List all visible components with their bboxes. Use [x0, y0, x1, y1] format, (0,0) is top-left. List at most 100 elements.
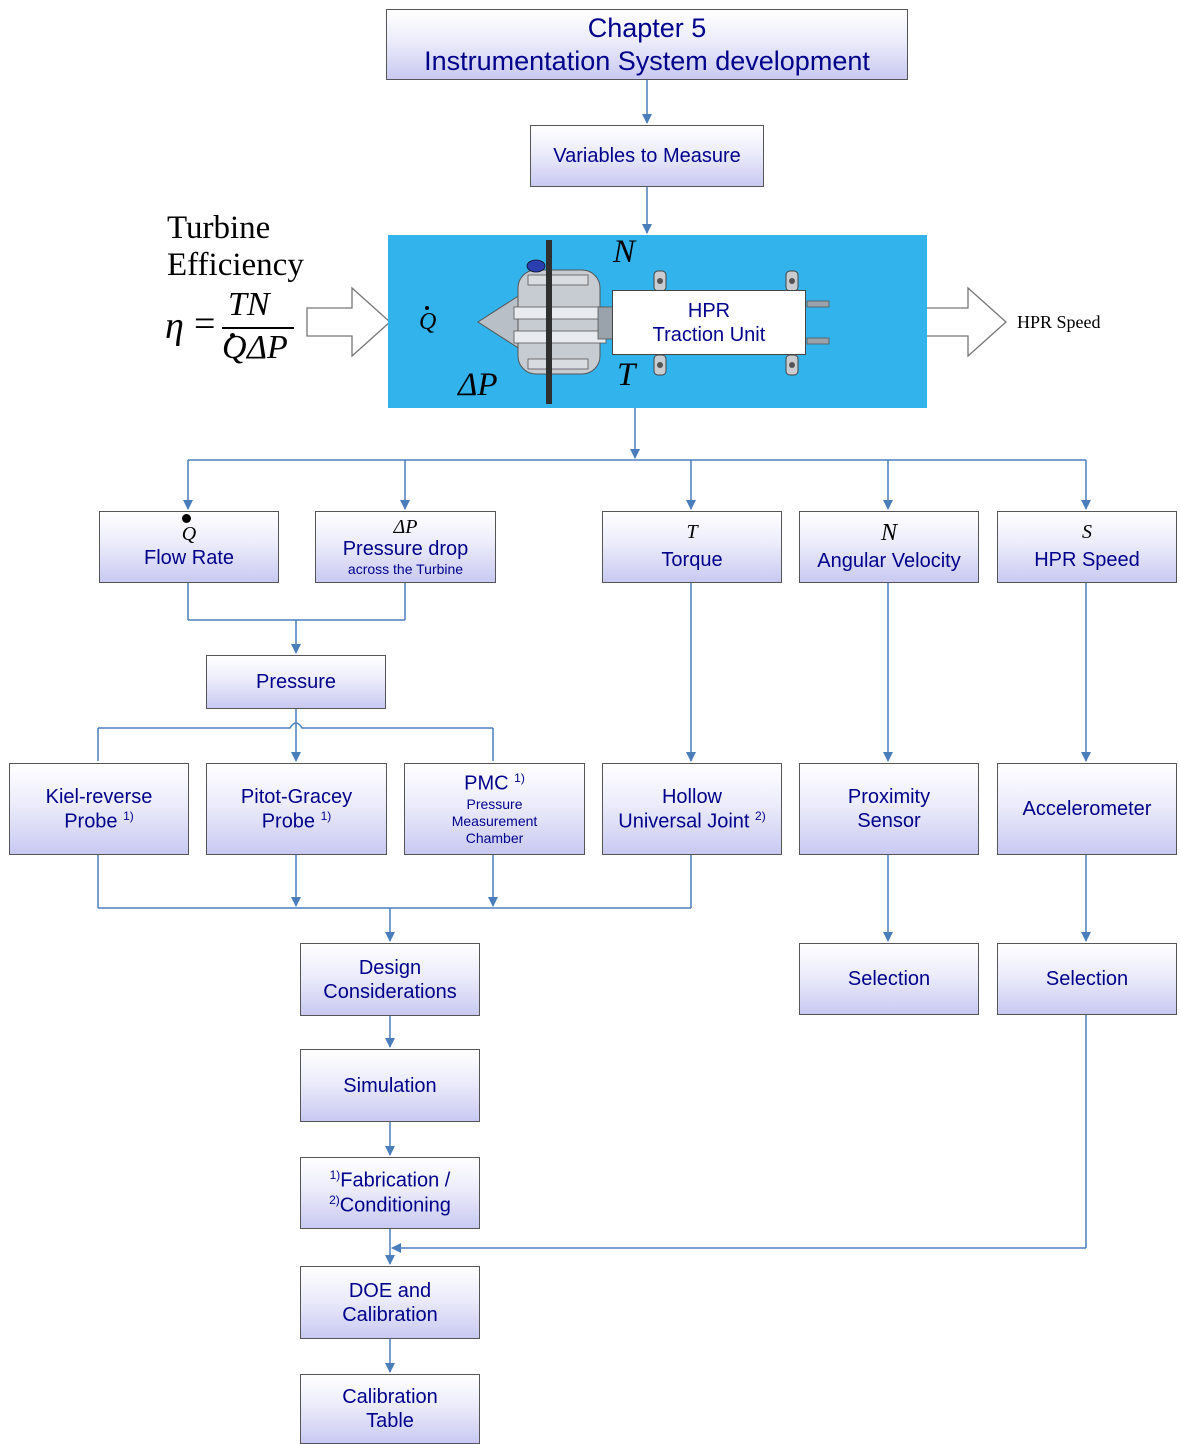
torque-symbol: T: [686, 521, 698, 543]
hollow-footnote: 2): [755, 808, 766, 823]
design-considerations-box: Design Considerations: [300, 943, 480, 1016]
q-dot: [230, 333, 235, 338]
selection-s-box: Selection: [997, 943, 1177, 1015]
angular-velocity-symbol: N: [880, 520, 897, 546]
panel-q-symbol: Q: [419, 309, 437, 335]
variables-to-measure-box: Variables to Measure: [530, 125, 764, 187]
connector-lines: [97, 80, 1091, 1373]
panel-dp-text: ΔP: [458, 367, 498, 403]
pitot-footnote: 1): [320, 808, 332, 823]
pmc-sub2: Measurement: [451, 812, 538, 829]
chapter-title-line2: Instrumentation System development: [424, 45, 870, 76]
flow-rate-dot: [181, 514, 191, 524]
design-line1: Design: [358, 956, 422, 979]
kiel-footnote: 1): [123, 808, 134, 823]
kiel-line1: Kiel-reverse: [45, 785, 153, 808]
fabrication-label: Fabrication /: [340, 1170, 451, 1192]
input-arrow: [306, 286, 391, 358]
selection-s-label: Selection: [1045, 968, 1129, 990]
pressure-drop-symbol: ΔP: [393, 515, 418, 538]
hpr-traction-unit-box: HPR Traction Unit: [612, 290, 806, 355]
hpr-speed-symbol: S: [1082, 521, 1092, 543]
angular-velocity-box: N Angular Velocity: [799, 511, 979, 583]
panel-t-symbol: T: [617, 357, 636, 393]
output-arrow: [924, 286, 1007, 358]
hpr-line2: Traction Unit: [652, 323, 766, 346]
selection-n-box: Selection: [799, 943, 979, 1015]
pmc-sub3: Chamber: [465, 829, 524, 846]
fabrication-wrap: 1)Fabrication /: [330, 1168, 451, 1193]
pitot-line2-wrap: Probe 1): [262, 809, 332, 834]
accelerometer-box: Accelerometer: [997, 763, 1177, 855]
flow-rate-symbol: Q: [181, 523, 197, 546]
equals-sign: =: [194, 303, 216, 345]
formula-denominator-q: Q: [222, 329, 247, 366]
hollow-line2-wrap: Universal Joint 2): [618, 809, 765, 834]
doe-calibration-box: DOE and Calibration: [300, 1266, 480, 1339]
hollow-universal-joint-box: Hollow Universal Joint 2): [602, 763, 782, 855]
torque-label: Torque: [661, 549, 723, 571]
calibration-table-box: Calibration Table: [300, 1374, 480, 1444]
calibration-table-line2: Table: [366, 1410, 414, 1432]
chapter-title-line1: Chapter 5: [587, 13, 707, 44]
simulation-label: Simulation: [343, 1074, 437, 1097]
hpr-speed-label: HPR Speed: [1034, 549, 1140, 571]
doe-line1: DOE and: [348, 1279, 432, 1302]
hollow-line1: Hollow: [661, 785, 723, 808]
eta-symbol: η: [165, 305, 184, 347]
simulation-box: Simulation: [300, 1049, 480, 1122]
fabrication-footnote: 1): [329, 1168, 341, 1183]
conditioning-wrap: 2)Conditioning: [329, 1193, 451, 1218]
design-line2: Considerations: [323, 980, 457, 1003]
pressure-label: Pressure: [255, 671, 337, 693]
flow-rate-label: Flow Rate: [143, 546, 235, 569]
kiel-line2: Probe: [64, 810, 118, 833]
hpr-line1: HPR: [687, 299, 731, 322]
conditioning-footnote: 2): [329, 1193, 340, 1207]
q-dot-panel: [425, 306, 429, 310]
calibration-table-line1: Calibration: [342, 1386, 438, 1408]
panel-n-symbol: N: [613, 234, 636, 270]
proximity-line1: Proximity: [847, 786, 931, 808]
selection-n-label: Selection: [847, 968, 931, 990]
pmc-footnote: 1): [514, 771, 525, 786]
chapter-title-box: Chapter 5 Instrumentation System develop…: [386, 9, 908, 80]
angular-velocity-label: Angular Velocity: [817, 550, 961, 572]
hollow-line2: Universal Joint: [618, 810, 750, 833]
pmc-sub1: Pressure: [466, 796, 523, 813]
efficiency-formula: η = TN Q ΔP: [160, 286, 310, 375]
proximity-line2: Sensor: [857, 810, 921, 832]
pmc-title-wrap: PMC 1): [464, 771, 525, 796]
proximity-sensor-box: Proximity Sensor: [799, 763, 979, 855]
formula-denominator-dp: ΔP: [247, 329, 288, 366]
panel-dp-symbol: ΔP: [458, 367, 498, 404]
pressure-drop-box: ΔP Pressure drop across the Turbine: [315, 511, 496, 583]
kiel-reverse-probe-box: Kiel-reverse Probe 1): [9, 763, 189, 855]
turbine-illustration: [477, 240, 830, 404]
pmc-title: PMC: [464, 773, 509, 796]
pressure-drop-label: Pressure drop: [342, 537, 469, 560]
variables-to-measure-label: Variables to Measure: [553, 145, 741, 167]
pmc-box: PMC 1) Pressure Measurement Chamber: [404, 763, 585, 855]
fraction-bar: [222, 327, 294, 329]
pitot-gracey-probe-box: Pitot-Gracey Probe 1): [206, 763, 387, 855]
pitot-line1: Pitot-Gracey: [240, 785, 353, 808]
pressure-box: Pressure: [206, 655, 386, 709]
torque-box: T Torque: [602, 511, 782, 583]
doe-line2: Calibration: [342, 1303, 438, 1326]
hpr-traction-panel: Q N T ΔP HPR Traction Unit: [388, 234, 927, 408]
hpr-speed-output-label: HPR Speed: [1017, 312, 1101, 332]
conditioning-label: Conditioning: [339, 1194, 451, 1217]
pitot-line2: Probe: [261, 810, 316, 833]
fabrication-conditioning-box: 1)Fabrication / 2)Conditioning: [300, 1157, 480, 1229]
flow-rate-symbol-wrap: Q: [181, 514, 197, 546]
accelerometer-label: Accelerometer: [1022, 798, 1152, 820]
efficiency-title-line1: Turbine: [167, 210, 271, 246]
pressure-drop-sub: across the Turbine: [347, 560, 464, 577]
flow-rate-box: Q Flow Rate: [99, 511, 279, 583]
kiel-line2-wrap: Probe 1): [64, 809, 134, 834]
formula-numerator: TN: [228, 286, 270, 323]
efficiency-title-line2: Efficiency: [167, 247, 304, 283]
hpr-speed-box: S HPR Speed: [997, 511, 1177, 583]
